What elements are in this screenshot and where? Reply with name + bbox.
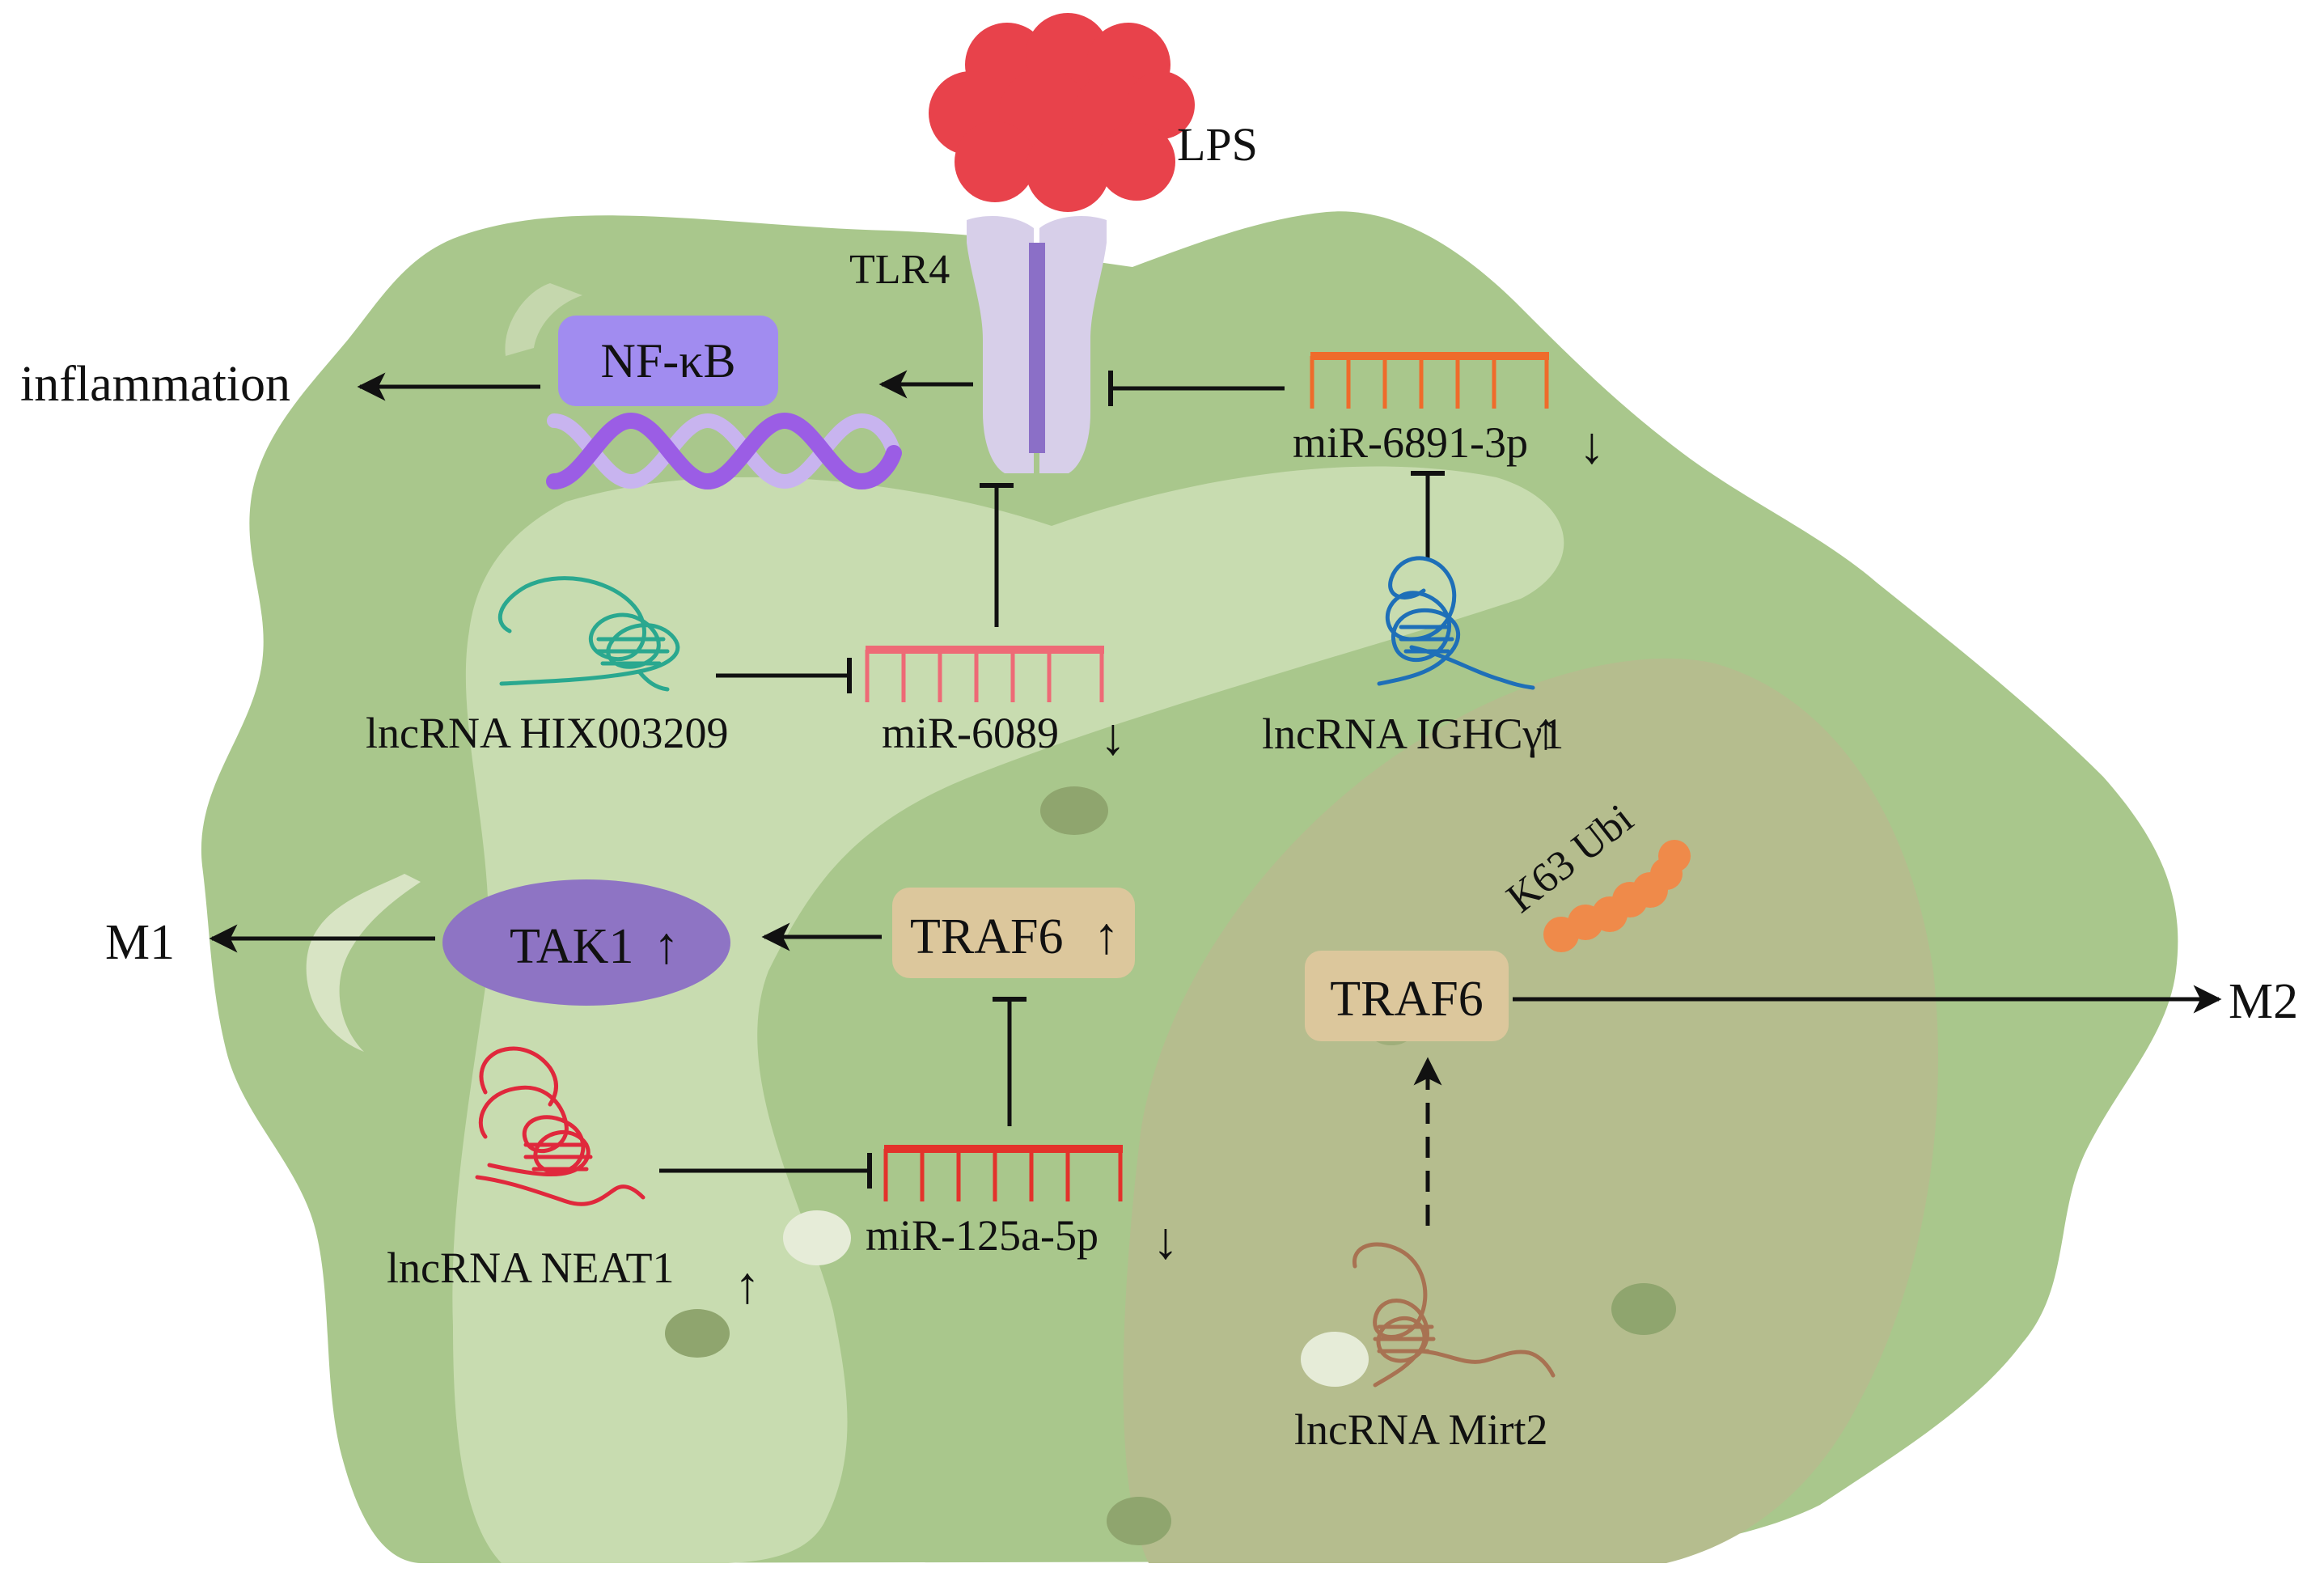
mirna-comb-icon xyxy=(865,646,1104,702)
mirna-comb-icon xyxy=(1310,352,1549,409)
mirna-comb-icon xyxy=(883,1145,1123,1201)
lps-label: LPS xyxy=(1177,118,1258,171)
mir6891-label: miR-6891-3p xyxy=(1293,418,1528,467)
cytoplasm-highlight xyxy=(452,466,1564,1563)
lnc-ighc-label: lncRNA IGHCγ1 xyxy=(1262,710,1564,758)
lnc-ighc-up-arrow: ↑ xyxy=(1533,702,1559,760)
mir6891-down-arrow: ↓ xyxy=(1579,417,1605,474)
lncrna-coil-icon xyxy=(497,576,680,692)
granule xyxy=(665,1309,730,1358)
lncrna-coil-icon xyxy=(1352,1242,1556,1388)
vesicle-top xyxy=(505,283,582,356)
nfkb-box xyxy=(558,316,778,406)
granule xyxy=(1107,1497,1171,1545)
lnc-mirt2-label: lncRNA Mirt2 xyxy=(1294,1405,1548,1454)
traf6-left-up-arrow: ↑ xyxy=(1094,907,1120,964)
lnc-hix-label: lncRNA HIX003209 xyxy=(366,709,728,757)
inflammation-label: inflammation xyxy=(20,357,290,412)
lncrna-coil-icon xyxy=(475,1046,646,1206)
traf6-left-label: TRAF6 xyxy=(910,909,1063,964)
vesicle-left xyxy=(306,874,421,1052)
granule-light xyxy=(783,1210,851,1265)
macrophage-cell xyxy=(201,211,2178,1564)
tak1-label: TAK1 xyxy=(510,919,633,974)
nfkb-label: NF-κB xyxy=(601,334,736,388)
mir6089-label: miR-6089 xyxy=(882,709,1059,757)
traf6-left-box xyxy=(892,888,1135,978)
ubiquitin-chain-icon xyxy=(1543,840,1691,952)
lncrna-coil-icon xyxy=(1377,556,1535,690)
lnc-neat1-label: lncRNA NEAT1 xyxy=(387,1244,674,1292)
mir6089-down-arrow: ↓ xyxy=(1100,708,1126,765)
tlr4-receptor-icon xyxy=(967,216,1107,473)
m2-label: M2 xyxy=(2229,974,2298,1029)
lps-cluster-icon xyxy=(929,13,1195,212)
m1-label: M1 xyxy=(105,915,175,970)
dna-helix-icon xyxy=(546,412,902,490)
tlr4-label: TLR4 xyxy=(849,247,950,293)
granule-light xyxy=(1301,1332,1369,1387)
tak1-ellipse xyxy=(442,879,730,1006)
granule xyxy=(1040,786,1108,835)
mir125a-down-arrow: ↓ xyxy=(1153,1212,1179,1269)
mir125a-label: miR-125a-5p xyxy=(866,1211,1099,1260)
traf6-right-label: TRAF6 xyxy=(1330,972,1483,1027)
traf6-right-box xyxy=(1305,951,1509,1041)
lnc-neat1-up-arrow: ↑ xyxy=(734,1256,760,1314)
granule xyxy=(1611,1283,1676,1335)
tak1-up-arrow: ↑ xyxy=(654,917,679,974)
